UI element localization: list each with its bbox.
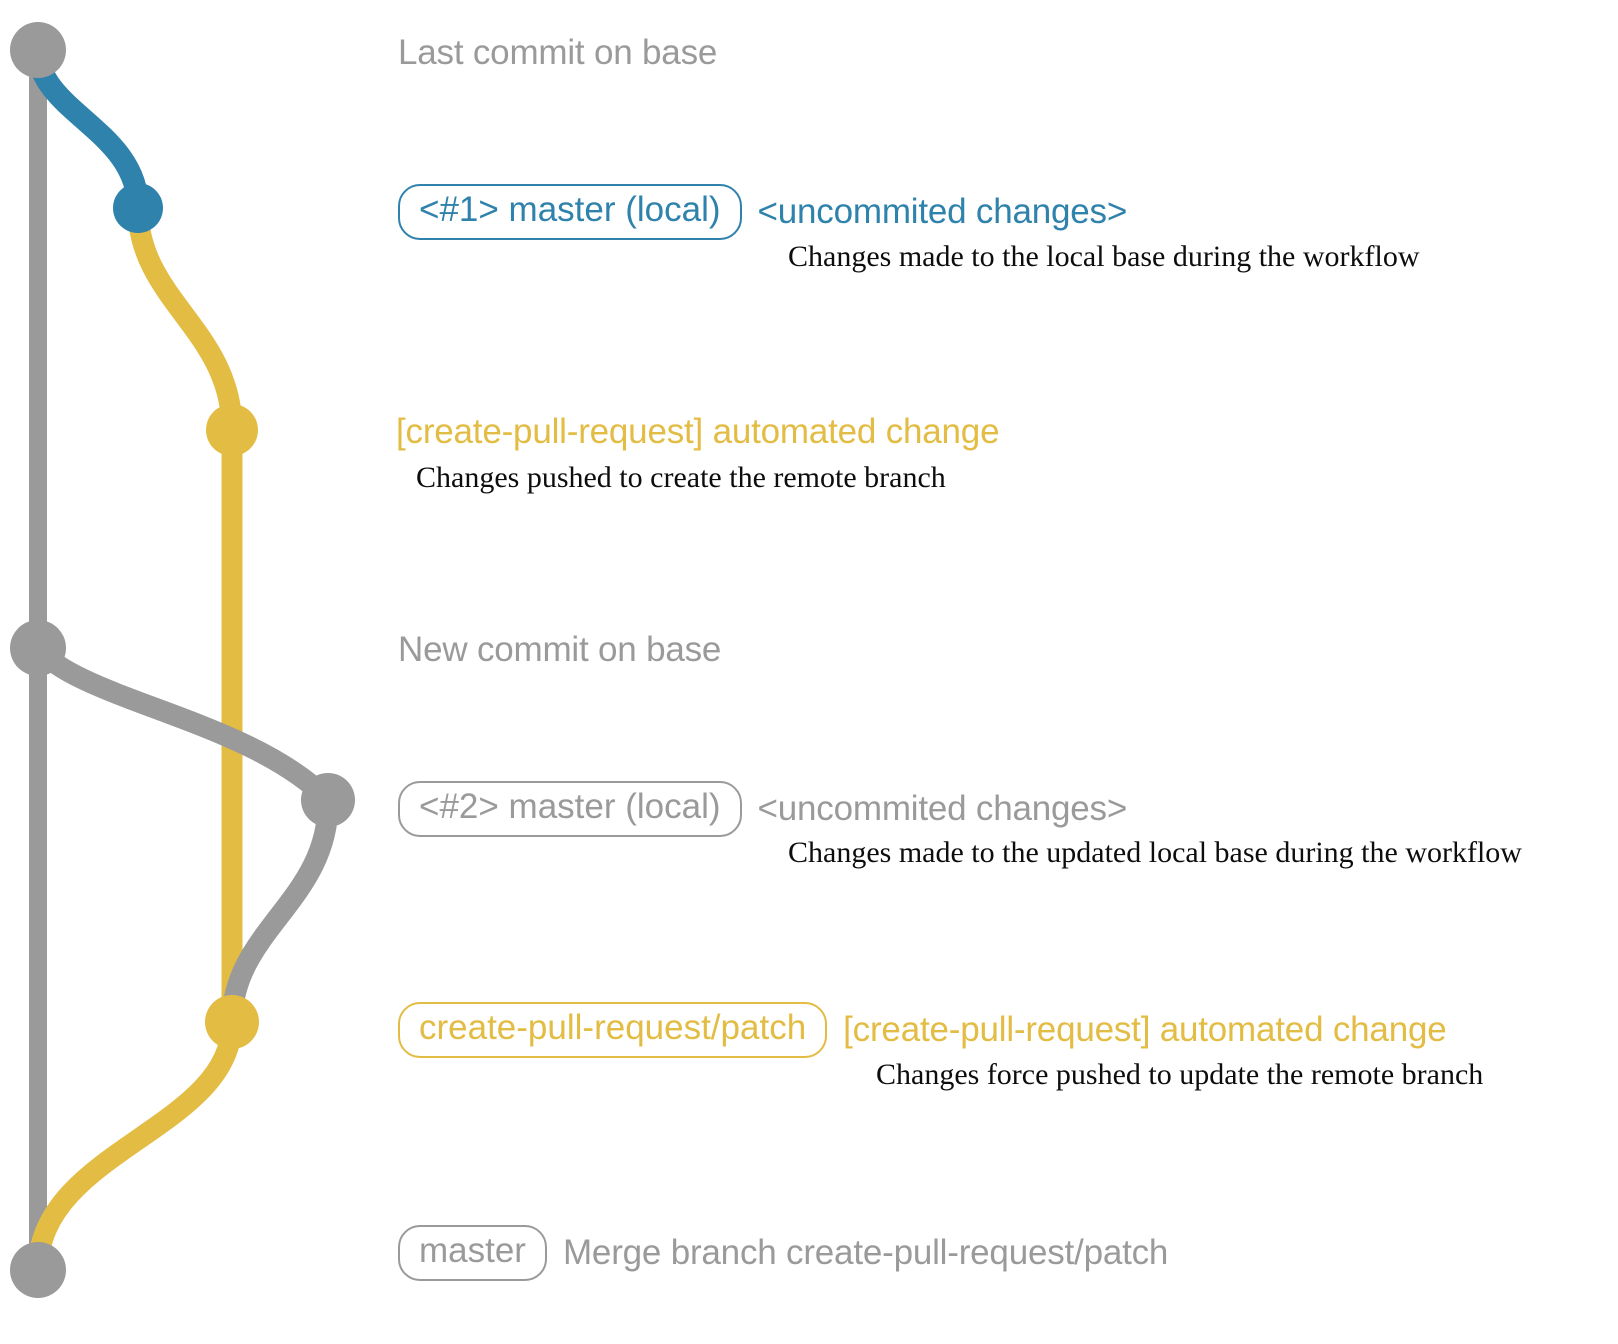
edge-local-1-to-patch-1 <box>127 197 243 441</box>
edge-local-2-to-patch-2 <box>221 789 339 1033</box>
description-automated-change-1: Changes pushed to create the remote bran… <box>416 461 946 494</box>
commit-subject-automated-change-2: [create-pull-request] automated change <box>843 1009 1447 1049</box>
commit-subject-uncommited-changes-1: <uncommited changes> <box>757 191 1128 231</box>
edge-base-to-local-1 <box>27 39 149 219</box>
branch-label-master-local-1[interactable]: <#1> master (local) <box>398 184 742 240</box>
row-automated-change-2: create-pull-request/patch [create-pull-r… <box>398 1002 1447 1058</box>
row-master-local-2: <#2> master (local) <uncommited changes> <box>398 781 1127 837</box>
commit-subject-new-commit-on-base: New commit on base <box>398 630 722 669</box>
edge-base-2-to-local-2 <box>27 637 339 811</box>
row-master-local-1: <#1> master (local) <uncommited changes> <box>398 184 1127 240</box>
description-automated-change-2: Changes force pushed to update the remot… <box>876 1058 1484 1091</box>
row-merge-branch: master Merge branch create-pull-request/… <box>398 1225 1168 1281</box>
commit-node-local-2[interactable] <box>301 773 355 827</box>
branch-label-master[interactable]: master <box>398 1225 547 1281</box>
description-master-local-2: Changes made to the updated local base d… <box>788 836 1522 869</box>
commit-node-base-1[interactable] <box>10 22 66 78</box>
commit-node-base-2[interactable] <box>10 620 66 676</box>
branch-label-master-local-2[interactable]: <#2> master (local) <box>398 781 742 837</box>
description-master-local-1: Changes made to the local base during th… <box>788 240 1420 273</box>
commit-subject-automated-change-1: [create-pull-request] automated change <box>396 412 1000 451</box>
commit-node-patch-1[interactable] <box>206 404 258 456</box>
row-automated-change-1: [create-pull-request] automated change <box>396 412 1000 452</box>
commit-node-local-1[interactable] <box>113 183 163 233</box>
commit-graph <box>10 22 355 1298</box>
branch-label-create-pull-request-patch[interactable]: create-pull-request/patch <box>398 1002 828 1058</box>
commit-subject-uncommited-changes-2: <uncommited changes> <box>757 788 1128 828</box>
row-new-commit-on-base: New commit on base <box>398 630 721 670</box>
commit-subject-merge-branch: Merge branch create-pull-request/patch <box>562 1232 1169 1272</box>
commit-node-merge-base[interactable] <box>10 1242 66 1298</box>
edge-patch-2-to-merge <box>27 1011 243 1281</box>
commit-subject-last-commit-on-base: Last commit on base <box>398 33 718 72</box>
commit-node-patch-2[interactable] <box>205 995 259 1049</box>
row-last-commit-on-base: Last commit on base <box>398 33 717 73</box>
